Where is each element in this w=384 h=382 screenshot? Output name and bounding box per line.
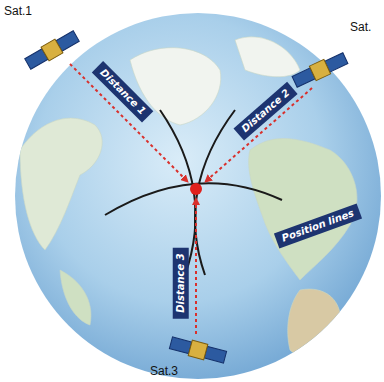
land-masses	[20, 37, 357, 357]
satellite-label: Sat.3	[150, 364, 178, 378]
position-lines	[105, 110, 282, 275]
globe	[15, 13, 381, 379]
satellite-icon	[169, 335, 227, 365]
receiver-position	[190, 183, 202, 195]
satellite-label: Sat.	[350, 20, 371, 34]
band-text: Distance 3	[175, 253, 186, 312]
distance-band: Distance 3	[173, 247, 189, 318]
satellite-icon	[291, 51, 349, 89]
satellite-icon	[24, 29, 80, 71]
satellite-label: Sat.1	[4, 4, 32, 18]
distance-arrows	[70, 64, 312, 334]
